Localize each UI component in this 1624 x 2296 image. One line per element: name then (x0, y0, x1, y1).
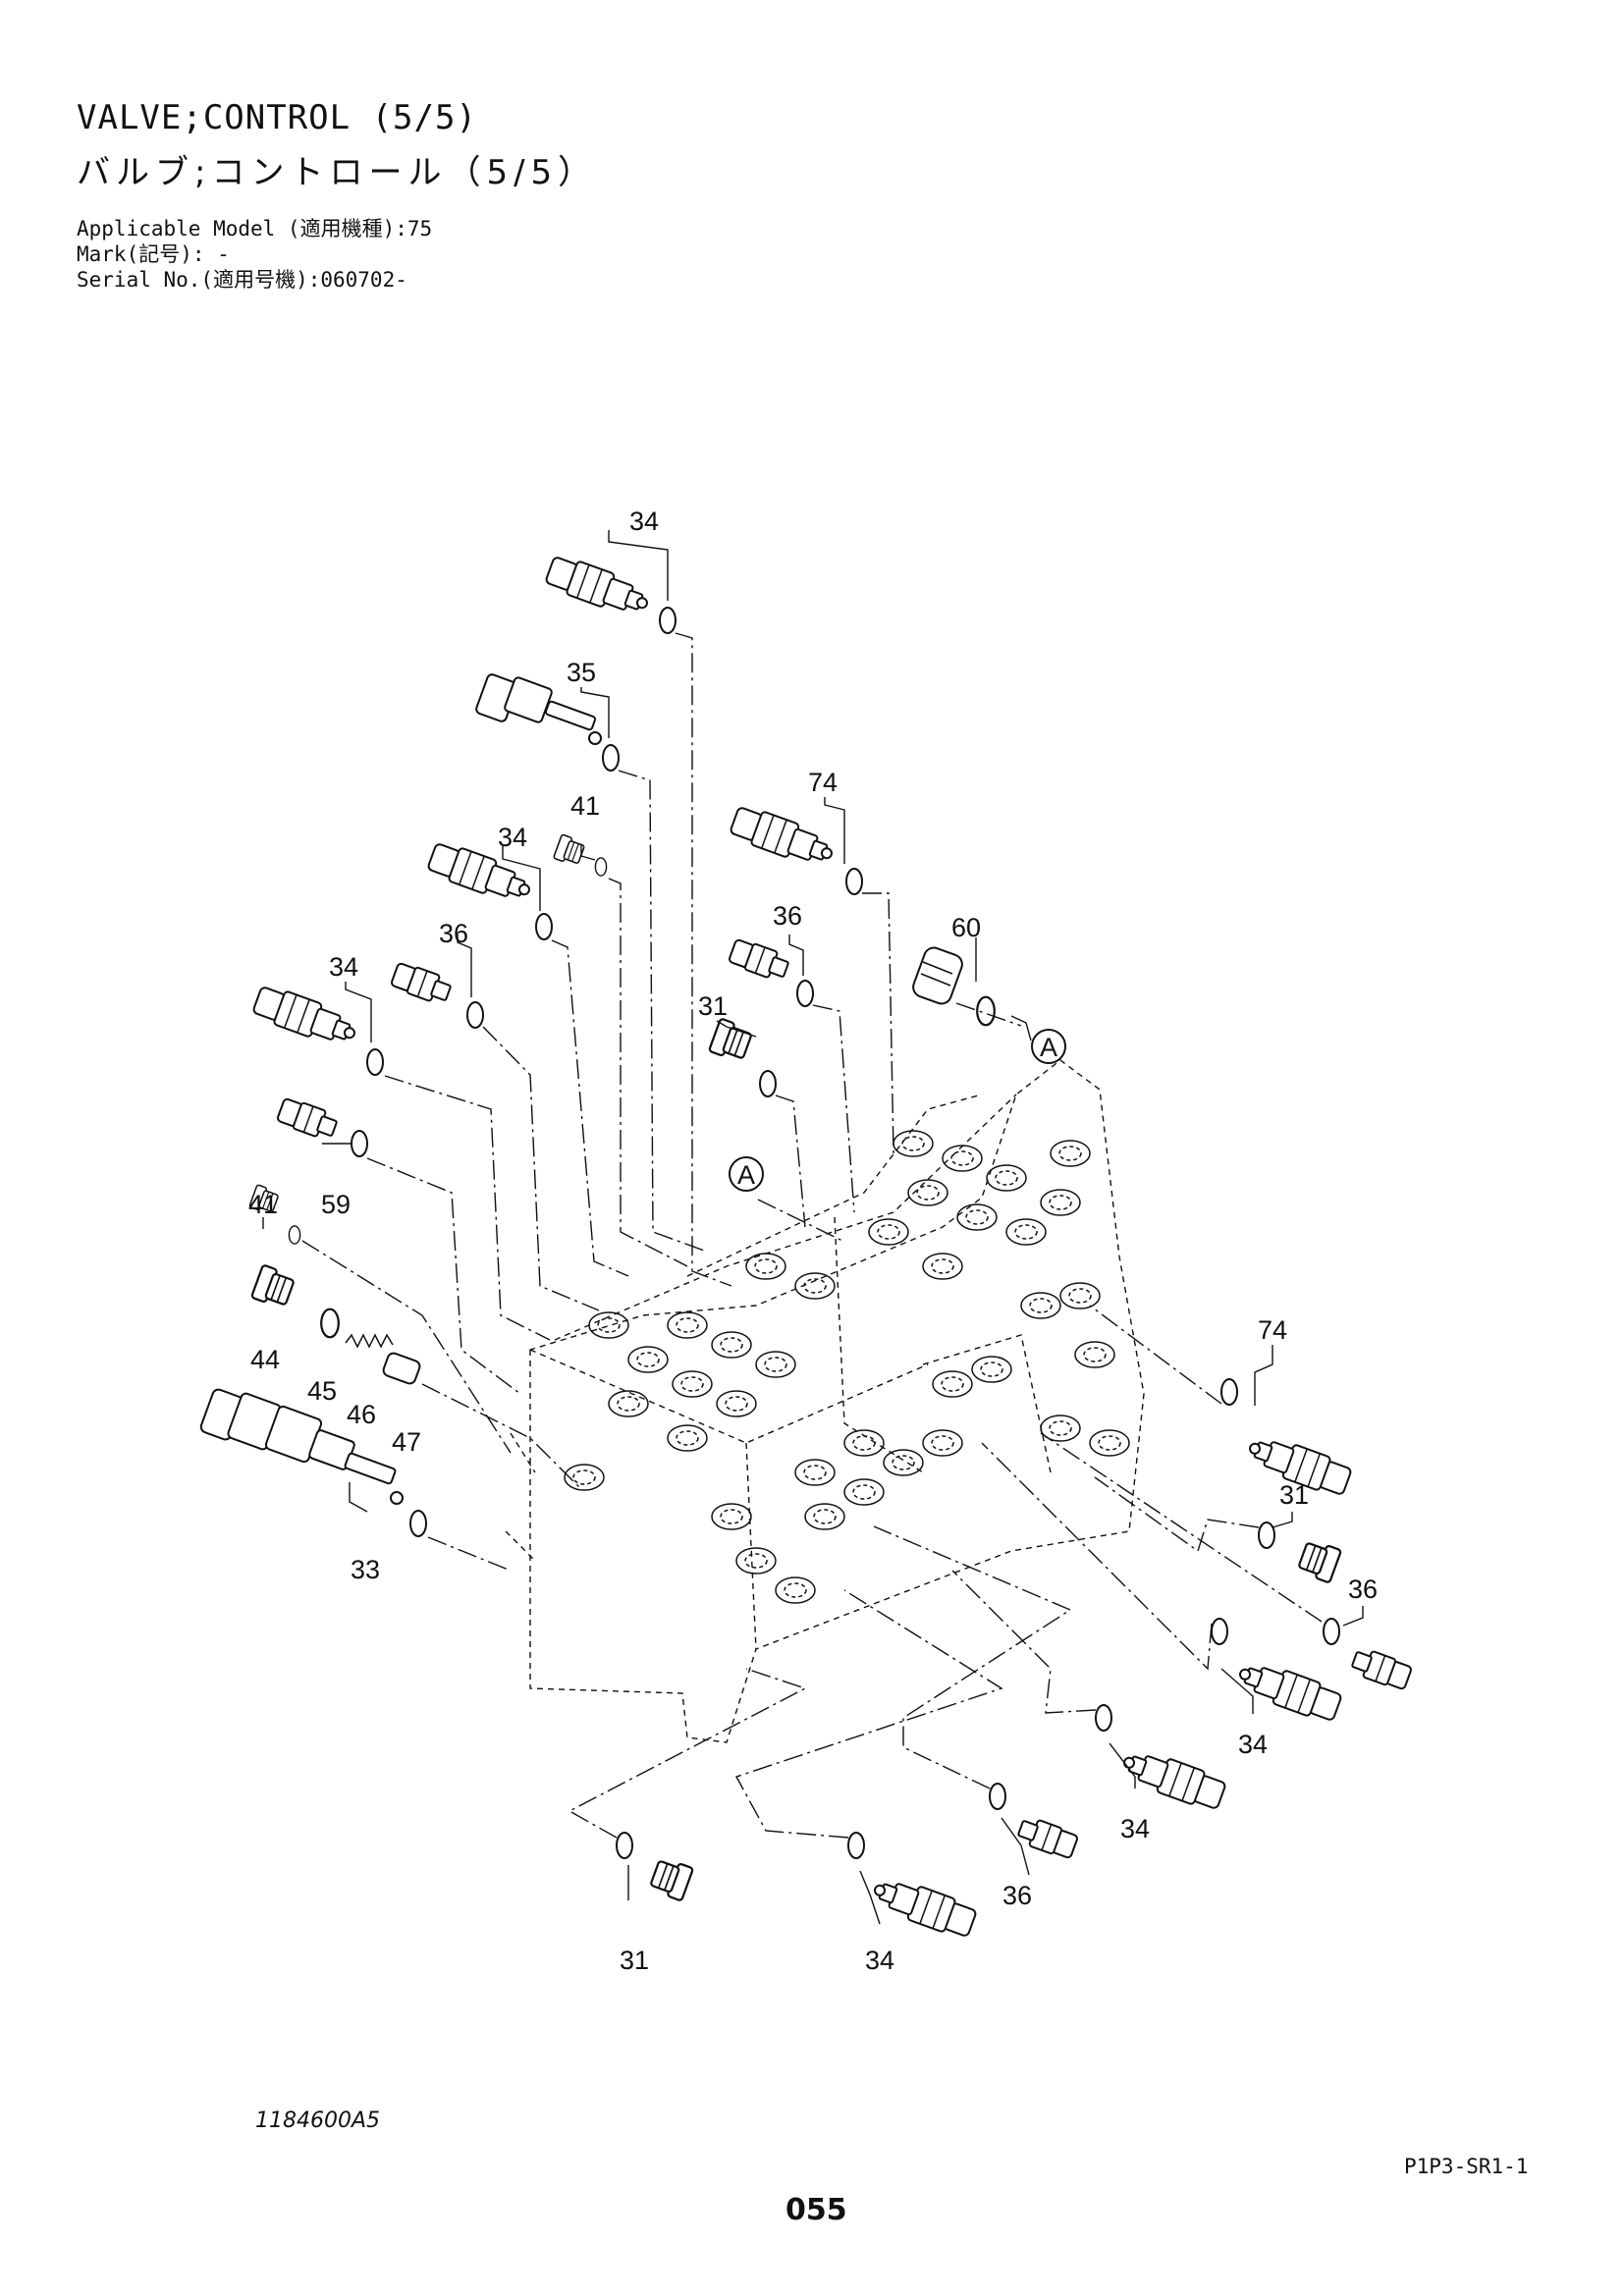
callout-45: 45 (307, 1376, 337, 1406)
callout-34-top: 34 (629, 507, 659, 536)
callout-a-upper: A (1040, 1033, 1057, 1062)
part-34-top (542, 552, 677, 634)
diagram-code: 1184600A5 (255, 2109, 381, 2133)
callout-41-upper: 41 (570, 791, 600, 821)
callout-31-bottom: 31 (620, 1946, 649, 1975)
part-36-left (389, 959, 484, 1029)
assembly-lines (301, 632, 1323, 1839)
part-41-upper (552, 833, 608, 877)
part-35 (475, 673, 620, 772)
part-34-bottom (847, 1832, 980, 1942)
part-31-right (1258, 1522, 1343, 1584)
callout-36-far-right: 36 (1348, 1575, 1378, 1604)
callout-34-bottom: 34 (865, 1946, 894, 1975)
callout-41-lower: 41 (248, 1190, 278, 1219)
callout-44: 44 (250, 1345, 280, 1374)
part-33 (199, 1388, 427, 1537)
part-59 (275, 1095, 368, 1157)
page-title-japanese: バルブ;コントロール（5/5） (77, 153, 598, 192)
callout-47: 47 (392, 1427, 421, 1457)
view-marker-a-upper: A (1031, 1029, 1066, 1064)
callout-31-right: 31 (1279, 1480, 1309, 1510)
serial-number: Serial No.(適用号機):060702- (77, 268, 407, 292)
callout-labels: 34 35 74 41 34 36 60 A 36 34 31 A 41 59 … (248, 507, 1378, 1975)
part-44-45-46-47 (249, 1263, 421, 1385)
view-marker-a-lower: A (729, 1156, 764, 1192)
callout-74-top: 74 (808, 768, 838, 797)
part-31-upper (707, 1017, 777, 1097)
part-74-top (727, 802, 863, 895)
callout-34-right-b: 34 (1120, 1814, 1150, 1843)
valve-body (505, 1059, 1145, 1743)
page-title-english: VALVE;CONTROL (5/5) (77, 98, 477, 137)
part-60 (912, 946, 996, 1027)
applicable-model: Applicable Model (適用機種):75 (77, 217, 433, 240)
callout-36-right: 36 (773, 901, 802, 931)
part-36-far-right (1323, 1618, 1414, 1693)
page-number: 055 (785, 2193, 847, 2227)
callout-34-left: 34 (329, 952, 358, 982)
leader-lines (262, 530, 1364, 1925)
callout-74-right: 74 (1258, 1315, 1287, 1345)
callout-a-lower: A (737, 1160, 755, 1190)
callout-36-bottom: 36 (1002, 1881, 1032, 1910)
part-34-right-b (1095, 1704, 1229, 1814)
callout-60: 60 (951, 913, 981, 942)
part-36-right (727, 935, 814, 1007)
callout-59: 59 (321, 1190, 351, 1219)
callout-31-upper: 31 (698, 991, 728, 1021)
callout-33: 33 (351, 1555, 380, 1584)
part-36-bottom (989, 1783, 1080, 1862)
mark-label: Mark(記号): - (77, 242, 230, 266)
reference-code: P1P3-SR1-1 (1404, 2155, 1529, 2178)
callout-34-right-a: 34 (1238, 1730, 1268, 1759)
callout-34-mid: 34 (498, 823, 527, 852)
callout-35: 35 (567, 658, 596, 687)
callout-46: 46 (347, 1400, 376, 1429)
callout-36-left: 36 (439, 919, 468, 948)
